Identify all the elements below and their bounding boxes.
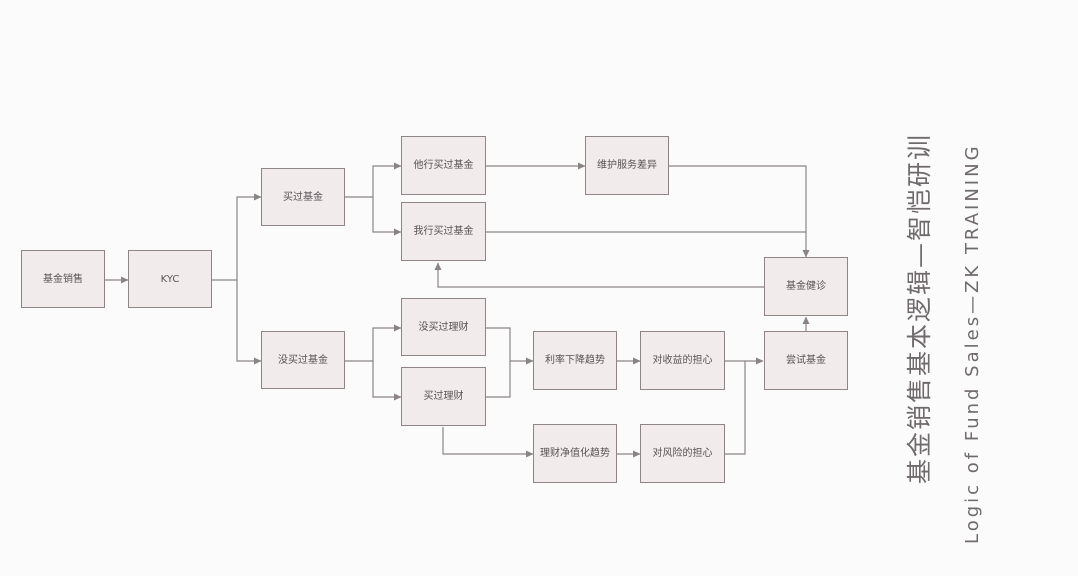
edge-wealth-rate (486, 361, 511, 398)
edge-risk-try (725, 361, 746, 455)
edge-wealth-nav (442, 427, 534, 458)
node-risk-concern: 对风险的担心 (640, 424, 725, 483)
node-not-bought-wealth: 没买过理财 (401, 298, 486, 356)
edge-kyc-bought-fund (212, 193, 262, 281)
side-title-en: Logic of Fund Sales—ZK TRAINING (962, 143, 983, 544)
node-rate-decline: 利率下降趋势 (533, 331, 617, 390)
edge-bought-other-bank (345, 162, 402, 198)
node-bought-fund: 买过基金 (261, 168, 345, 226)
edge-not-bought-wealth (372, 361, 402, 401)
node-our-bank-bought: 我行买过基金 (401, 202, 486, 261)
side-title-cn: 基金销售基本逻辑—智恺研训 (905, 132, 934, 484)
node-other-bank-bought: 他行买过基金 (401, 136, 486, 195)
edge-checkup-our-bank (434, 262, 764, 288)
edge-bought-our-bank (372, 197, 402, 236)
edge-service-checkup (669, 165, 810, 258)
node-try-fund: 尝试基金 (764, 331, 848, 390)
node-not-bought-fund: 没买过基金 (261, 331, 345, 389)
node-return-concern: 对收益的担心 (640, 331, 725, 390)
node-bought-wealth: 买过理财 (401, 367, 486, 426)
node-fund-sales: 基金销售 (21, 250, 105, 308)
node-kyc: KYC (128, 250, 212, 308)
node-fund-checkup: 基金健诊 (764, 257, 848, 316)
edge-not-bought-not-wealth (345, 324, 402, 362)
node-service-diff: 维护服务差异 (585, 136, 669, 195)
edge-not-wealth-rate (486, 327, 534, 365)
edge-kyc-not-bought-fund (236, 280, 262, 365)
node-nav-trend: 理财净值化趋势 (533, 424, 617, 483)
